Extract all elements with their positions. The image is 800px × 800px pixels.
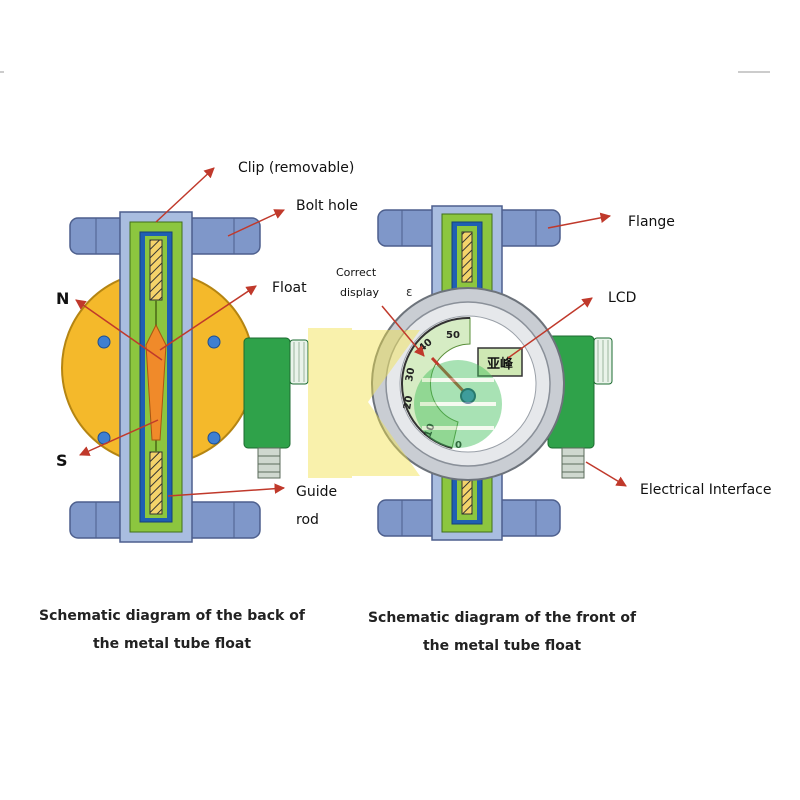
caption-front-line1: Schematic diagram of the front of xyxy=(368,610,637,626)
bottom-guide xyxy=(149,451,163,515)
back-view xyxy=(61,211,309,543)
caption-front-line2: the metal tube float xyxy=(423,638,581,654)
bolt-hole-arrow xyxy=(227,209,285,237)
top-guide xyxy=(149,239,163,301)
label-correct: Correct xyxy=(336,266,377,279)
bolt-dot xyxy=(207,431,221,445)
bolt-dot xyxy=(97,335,111,349)
south-arrow xyxy=(79,419,159,456)
label-display: display xyxy=(340,286,380,299)
flange-arrow xyxy=(547,212,612,229)
dial-tick: 50 xyxy=(446,330,460,341)
electrical-interface-arrow xyxy=(585,461,627,487)
north-arrow xyxy=(75,299,163,361)
label-rod: rod xyxy=(296,512,319,528)
label-lcd: LCD xyxy=(608,290,636,306)
lcd-arrow xyxy=(507,297,593,359)
label-north: N xyxy=(56,289,69,308)
caption-back-line1: Schematic diagram of the back of xyxy=(39,608,306,624)
pointer-hub xyxy=(460,388,476,404)
cable-gland xyxy=(257,447,281,479)
label-clip: Clip (removable) xyxy=(238,160,354,176)
label-south: S xyxy=(56,451,68,470)
label-electrical-interface: Electrical Interface xyxy=(640,482,771,498)
label-guide: Guide xyxy=(296,484,337,500)
label-flange: Flange xyxy=(628,214,675,230)
lcd-text: 亚峰 xyxy=(487,356,514,372)
dial-tick: 30 xyxy=(404,367,417,383)
label-float: Float xyxy=(272,280,307,296)
label-bolt-hole: Bolt hole xyxy=(296,198,358,214)
top-guide xyxy=(461,231,473,283)
dial-tick: 20 xyxy=(402,395,415,411)
dial-tick: 0 xyxy=(455,440,462,451)
caption-back-line2: the metal tube float xyxy=(93,636,251,652)
correct-display-arrow xyxy=(381,305,425,357)
float-arrow xyxy=(159,285,257,351)
housing-mark: ε xyxy=(406,285,413,299)
cable-gland xyxy=(561,447,585,479)
connector-box xyxy=(243,337,291,449)
scale-outline xyxy=(401,316,471,449)
clip-arrow xyxy=(155,167,215,223)
watermark-logo xyxy=(308,328,502,478)
dial-pointer xyxy=(430,356,470,398)
dial-tick: 10 xyxy=(422,422,437,439)
guide-rod-arrow xyxy=(167,483,286,497)
float xyxy=(145,323,167,441)
bolt-dot xyxy=(207,335,221,349)
front-view: 亚峰 0 10 20 30 40 50 ε xyxy=(371,205,613,541)
